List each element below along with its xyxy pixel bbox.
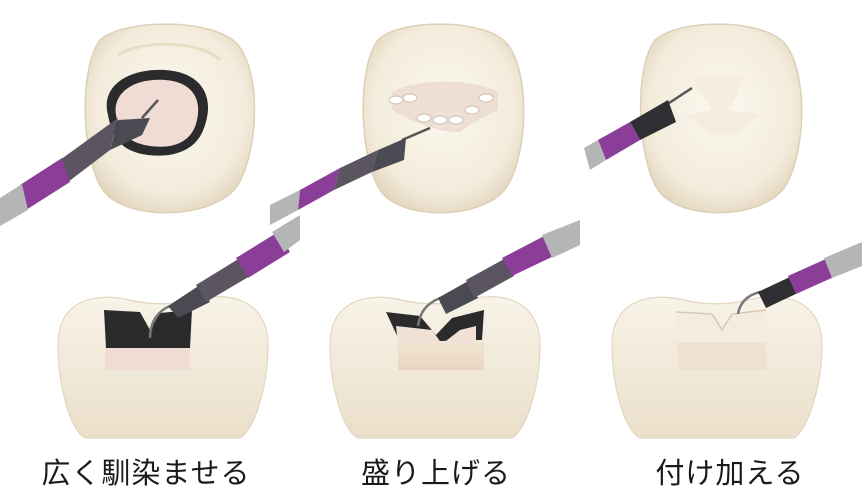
tooth-side-icon: [612, 297, 822, 438]
tooth-occlusal-icon: [85, 24, 254, 213]
step-1-caption: 広く馴染ませる: [41, 450, 250, 492]
step-3-caption: 付け加える: [655, 450, 804, 492]
diagram-canvas: [0, 0, 862, 440]
tooth-side-icon: [330, 297, 540, 438]
tooth-side-icon: [58, 297, 268, 438]
tooth-occlusal-icon: [363, 24, 524, 213]
step-2-caption: 盛り上げる: [361, 450, 511, 492]
